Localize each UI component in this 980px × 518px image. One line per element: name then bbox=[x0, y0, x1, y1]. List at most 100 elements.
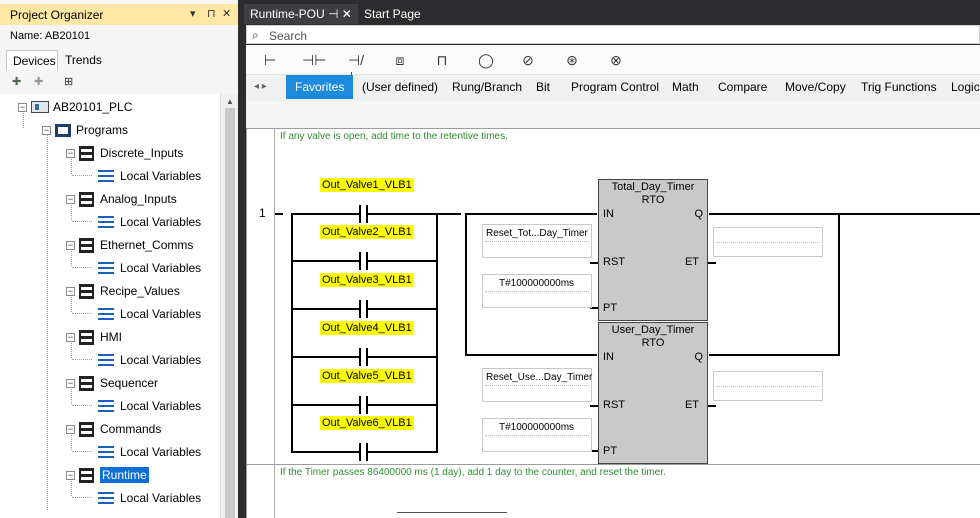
dropdown-icon[interactable]: ▾ bbox=[190, 8, 196, 20]
tree-node-local-variables[interactable]: Local Variables bbox=[98, 396, 201, 416]
contact-no-icon[interactable]: ⊣⊢ bbox=[302, 52, 327, 68]
collapse-icon[interactable]: − bbox=[66, 423, 75, 434]
search-label: Search bbox=[269, 29, 308, 43]
organizer-titlebar: Project Organizer ▾ ⊓ ✕ bbox=[0, 4, 238, 25]
category-tabs: ◂ ▸ Favorites (User defined) Rung/Branch… bbox=[246, 75, 980, 101]
tree-node-programs[interactable]: − Programs bbox=[42, 120, 128, 140]
collapse-icon[interactable]: − bbox=[18, 101, 27, 112]
search-input[interactable]: ⌕ Search bbox=[246, 25, 980, 44]
block-name: User_Day_Timer bbox=[611, 324, 695, 336]
local-variables-icon bbox=[98, 216, 114, 228]
collapse-icon[interactable]: − bbox=[66, 193, 75, 204]
tab-bit[interactable]: Bit bbox=[536, 80, 551, 94]
tree-node-label: Recipe_Values bbox=[100, 284, 180, 298]
tab-favorites[interactable]: Favorites bbox=[286, 75, 354, 99]
et-output-field[interactable] bbox=[713, 227, 823, 257]
tab-start-page[interactable]: Start Page bbox=[358, 4, 434, 24]
tree-node-local-variables[interactable]: Local Variables bbox=[98, 442, 201, 462]
collapse-icon[interactable]: − bbox=[66, 285, 75, 296]
pt-input-field[interactable]: T#100000000ms bbox=[482, 274, 592, 308]
tree-node-program[interactable]: − HMI bbox=[66, 327, 122, 347]
coil-negated-icon[interactable]: ⊘ bbox=[522, 52, 534, 68]
pin-icon[interactable]: ⊓ bbox=[207, 8, 216, 20]
tab-program-control[interactable]: Program Control bbox=[571, 80, 660, 94]
tree-node-plc[interactable]: − AB20101_PLC bbox=[18, 97, 132, 117]
rung-comment[interactable]: If any valve is open, add time to the re… bbox=[280, 131, 508, 142]
tree-node-program[interactable]: − Discrete_Inputs bbox=[66, 143, 183, 163]
tab-compare[interactable]: Compare bbox=[718, 80, 768, 94]
local-variables-icon bbox=[98, 446, 114, 458]
remove-item-icon[interactable]: ✚ bbox=[34, 76, 44, 88]
rung-icon[interactable]: ⊢ bbox=[263, 52, 277, 68]
tab-runtime-pou[interactable]: Runtime-POU ⊣ ✕ bbox=[244, 4, 358, 24]
contact-label[interactable]: Out_Valve1_VLB1 bbox=[320, 178, 414, 192]
tree-node-local-variables[interactable]: Local Variables bbox=[98, 212, 201, 232]
tree-view-icon[interactable]: ⊞ bbox=[64, 76, 74, 88]
collapse-icon[interactable]: − bbox=[66, 469, 75, 480]
coil-reset-icon[interactable]: ⊗ bbox=[610, 52, 622, 68]
tree-scrollbar[interactable]: ▲ bbox=[220, 94, 238, 518]
tree-node-program[interactable]: − Commands bbox=[66, 419, 161, 439]
contact-label[interactable]: Out_Valve5_VLB1 bbox=[320, 369, 414, 383]
coil-set-icon[interactable]: ⊛ bbox=[566, 52, 578, 68]
pt-input-field[interactable]: T#100000000ms bbox=[482, 418, 592, 452]
category-scroll-arrows[interactable]: ◂ ▸ bbox=[254, 81, 267, 92]
tree-node-program[interactable]: − Analog_Inputs bbox=[66, 189, 177, 209]
tree-node-label: Sequencer bbox=[100, 376, 159, 390]
tab-trends[interactable]: Trends bbox=[65, 53, 102, 67]
jump-icon[interactable]: ⊓ bbox=[436, 52, 448, 68]
contact-valve1[interactable] bbox=[353, 205, 373, 223]
collapse-icon[interactable]: − bbox=[42, 124, 51, 135]
collapse-icon[interactable]: − bbox=[66, 331, 75, 342]
collapse-icon[interactable]: − bbox=[66, 147, 75, 158]
tree-node-local-variables[interactable]: Local Variables bbox=[98, 258, 201, 278]
tree-node-program-selected[interactable]: − Runtime bbox=[66, 465, 149, 485]
programs-folder-icon bbox=[55, 123, 71, 137]
contact-label[interactable]: Out_Valve2_VLB1 bbox=[320, 225, 414, 239]
collapse-icon[interactable]: − bbox=[66, 239, 75, 250]
pin-in: IN bbox=[603, 208, 614, 220]
ladder-editor[interactable]: If any valve is open, add time to the re… bbox=[246, 128, 980, 518]
rst-input-field[interactable]: Reset_Use...Day_Timer bbox=[482, 368, 592, 402]
tab-move-copy[interactable]: Move/Copy bbox=[785, 80, 846, 94]
tab-trig-functions[interactable]: Trig Functions bbox=[861, 80, 937, 94]
contact-valve4[interactable] bbox=[353, 348, 373, 366]
scroll-thumb[interactable] bbox=[225, 108, 235, 518]
pin-et: ET bbox=[684, 256, 699, 268]
contact-label[interactable]: Out_Valve3_VLB1 bbox=[320, 273, 414, 287]
rst-input-field[interactable]: Reset_Tot...Day_Timer bbox=[482, 224, 592, 258]
function-block-user-day-timer[interactable]: User_Day_Timer RTO IN RST PT Q ET bbox=[598, 322, 708, 464]
contact-valve2[interactable] bbox=[353, 252, 373, 270]
tab-rung-branch[interactable]: Rung/Branch bbox=[452, 80, 523, 94]
tree-node-label: Commands bbox=[100, 422, 162, 436]
coil-icon[interactable]: ◯ bbox=[478, 52, 494, 68]
tab-math[interactable]: Math bbox=[672, 80, 699, 94]
contact-valve5[interactable] bbox=[353, 396, 373, 414]
tab-logic[interactable]: Logic bbox=[951, 80, 980, 94]
collapse-icon[interactable]: − bbox=[66, 377, 75, 388]
device-tree: − AB20101_PLC − Programs − Discrete_Inpu… bbox=[0, 94, 220, 518]
project-name-label: Name: AB20101 bbox=[10, 30, 91, 42]
contact-valve3[interactable] bbox=[353, 300, 373, 318]
rung-comment[interactable]: If the Timer passes 86400000 ms (1 day),… bbox=[280, 467, 666, 478]
local-variables-icon bbox=[98, 354, 114, 366]
tab-devices[interactable]: Devices bbox=[6, 50, 58, 70]
scroll-up-icon[interactable]: ▲ bbox=[226, 97, 234, 106]
tab-user-defined[interactable]: (User defined) bbox=[362, 80, 439, 94]
tree-node-program[interactable]: − Recipe_Values bbox=[66, 281, 180, 301]
function-block-icon[interactable]: ⧈ bbox=[395, 52, 405, 68]
function-block-total-day-timer[interactable]: Total_Day_Timer RTO IN RST PT Q ET bbox=[598, 179, 708, 321]
et-output-field[interactable] bbox=[713, 371, 823, 401]
close-icon[interactable]: ✕ bbox=[222, 8, 232, 20]
local-variables-icon bbox=[98, 308, 114, 320]
tree-node-local-variables[interactable]: Local Variables bbox=[98, 350, 201, 370]
tree-node-local-variables[interactable]: Local Variables bbox=[98, 304, 201, 324]
contact-valve6[interactable] bbox=[353, 443, 373, 461]
contact-label[interactable]: Out_Valve4_VLB1 bbox=[320, 321, 414, 335]
tree-node-local-variables[interactable]: Local Variables bbox=[98, 488, 201, 508]
tree-node-program[interactable]: − Ethernet_Comms bbox=[66, 235, 193, 255]
tree-node-program[interactable]: − Sequencer bbox=[66, 373, 158, 393]
tree-node-local-variables[interactable]: Local Variables bbox=[98, 166, 201, 186]
contact-label[interactable]: Out_Valve6_VLB1 bbox=[320, 416, 414, 430]
add-item-icon[interactable]: ✚ bbox=[12, 76, 22, 88]
